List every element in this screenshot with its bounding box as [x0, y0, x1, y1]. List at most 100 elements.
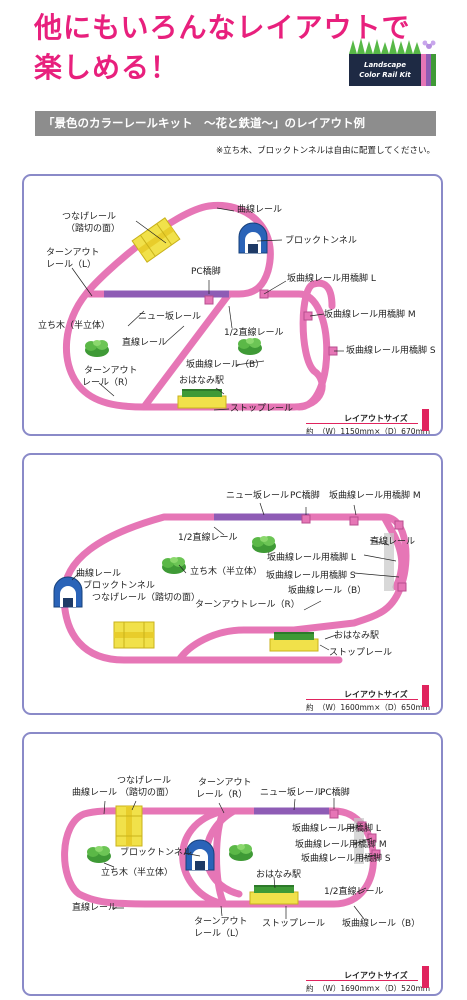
pier-l-2	[394, 520, 404, 530]
label-slope-b: 坂曲線レール（B）	[288, 586, 367, 596]
label-pier-m: 坂曲線レール用橋脚 M	[324, 310, 416, 320]
label-turnout-r: ターンアウトレール（R）	[195, 600, 300, 610]
layout-size-value: （W）1150mm×（D）670mm	[318, 427, 431, 436]
swatch-purple	[426, 54, 431, 86]
label-tree: 立ち木（半立体）	[190, 567, 263, 577]
station-1	[177, 388, 227, 409]
pier-s-2	[397, 582, 407, 592]
crossing-rail-3	[115, 805, 143, 847]
label-tunnel: ブロックトンネル	[83, 581, 155, 591]
label-pier-s: 坂曲線レール用橋脚 S	[346, 346, 436, 356]
size-prefix: 約	[306, 984, 314, 993]
label-half-straight: 1/2直線レール	[324, 887, 384, 897]
label-turnout-l: ターンアウト	[46, 248, 100, 258]
label-straight: 直線レール	[72, 903, 118, 913]
size-marker	[422, 685, 429, 707]
logo-text: Landscape Color Rail Kit	[349, 54, 421, 86]
label-pier-s: 坂曲線レール用橋脚 S	[301, 854, 391, 864]
layout-panel-3: 曲線レール つなげレール （踏切の面） ターンアウト レール（R） ニュー坂レー…	[22, 732, 443, 996]
label-straight: 直線レール	[370, 537, 416, 547]
size-prefix: 約	[306, 427, 314, 436]
track-diagram-1	[62, 201, 344, 411]
swatch-green	[431, 54, 436, 86]
logo-line1: Landscape	[364, 61, 406, 69]
label-station: おはなみ駅	[334, 631, 380, 641]
label-new-slope: ニュー坂レール	[138, 312, 202, 322]
label-curve: 曲線レール	[72, 788, 118, 798]
label-pc-pier: PC橋脚	[320, 788, 350, 798]
size-divider	[306, 423, 418, 424]
label-station: おはなみ駅	[179, 376, 225, 386]
tree-3b	[87, 846, 111, 863]
label-straight: 直線レール	[122, 338, 168, 348]
label-turnout-l-sub: レール（L）	[46, 260, 97, 270]
label-pc-pier: PC橋脚	[290, 491, 320, 501]
size-prefix: 約	[306, 703, 314, 712]
pc-pier-1	[204, 295, 214, 305]
size-marker	[422, 409, 429, 431]
label-slope-b: 坂曲線レール（B）	[342, 919, 421, 929]
label-tree: 立ち木（半立体）	[38, 321, 111, 331]
label-tree: 立ち木（半立体）	[101, 868, 174, 878]
tree-2b	[252, 536, 276, 553]
label-slope-b: 坂曲線レール（B）	[186, 360, 265, 370]
section-banner: 「景色のカラーレールキット 〜花と鉄道〜」のレイアウト例	[35, 111, 436, 136]
pc-pier-2	[301, 514, 311, 524]
swatch-pink	[421, 54, 426, 86]
label-stop: ストップレール	[329, 648, 393, 658]
label-new-slope: ニュー坂レール	[260, 788, 324, 798]
layout-panel-2: ニュー坂レール PC橋脚 坂曲線レール用橋脚 M 1/2直線レール 直線レール …	[22, 453, 443, 715]
layout-size-value: （W）1600mm×（D）650mm	[318, 703, 431, 712]
layout-panel-1: 曲線レール つなげレール （踏切の面） ブロックトンネル ターンアウト レール（…	[22, 174, 443, 436]
label-turnout-r-sub: レール（R）	[196, 790, 248, 800]
layout-size-value: （W）1690mm×（D）520mm	[318, 984, 431, 993]
block-tunnel-1	[238, 222, 268, 254]
tree-1b	[238, 338, 262, 355]
size-divider	[306, 699, 418, 700]
station-3	[249, 884, 299, 905]
label-turnout-r-sub: レール（R）	[82, 378, 134, 388]
headline-line1: 他にもいろんなレイアウトで	[34, 11, 411, 44]
label-new-slope: ニュー坂レール	[226, 491, 290, 501]
label-turnout-r: ターンアウト	[84, 366, 138, 376]
label-pier-m: 坂曲線レール用橋脚 M	[295, 840, 387, 850]
slope-shadow-2	[384, 533, 394, 591]
headline: 他にもいろんなレイアウトで 楽しめる！	[34, 8, 410, 88]
label-turnout-l: ターンアウト	[194, 917, 248, 927]
layout-size-title: レイアウトサイズ	[344, 690, 408, 699]
label-pc-pier: PC橋脚	[191, 267, 221, 277]
size-divider	[306, 980, 418, 981]
label-tunnel: ブロックトンネル	[285, 236, 357, 246]
label-curve: 曲線レール	[76, 569, 122, 579]
product-logo: Landscape Color Rail Kit	[349, 38, 437, 88]
pc-pier-3	[329, 809, 339, 819]
flower-icon	[422, 40, 436, 49]
label-pier-m: 坂曲線レール用橋脚 M	[329, 491, 421, 501]
tree-2a	[162, 557, 186, 574]
logo-line2: Color Rail Kit	[359, 71, 411, 79]
label-turnout-r: ターンアウト	[198, 778, 252, 788]
tree-3a	[229, 844, 253, 861]
crossing-rail-2	[113, 621, 155, 649]
label-pier-l: 坂曲線レール用橋脚 L	[292, 824, 381, 834]
label-stop: ストップレール	[230, 404, 294, 414]
pier-m-2	[349, 516, 359, 526]
label-joint-sub: （踏切の面）	[120, 788, 175, 798]
label-tunnel: ブロックトンネル	[120, 848, 192, 858]
track-diagram-3	[61, 798, 381, 920]
label-joint: つなげレール	[62, 212, 117, 222]
layout-size-title: レイアウトサイズ	[344, 971, 408, 980]
grass-icon	[349, 38, 436, 54]
label-pier-s: 坂曲線レール用橋脚 S	[266, 571, 356, 581]
label-joint: つなげレール	[117, 776, 172, 786]
size-marker	[422, 966, 429, 988]
block-tunnel-2	[53, 576, 83, 608]
label-half-straight: 1/2直線レール	[178, 533, 238, 543]
slope-shadow-3	[354, 818, 364, 864]
station-2	[269, 631, 319, 652]
label-half-straight: 1/2直線レール	[224, 328, 284, 338]
label-stop: ストップレール	[262, 919, 326, 929]
label-joint-sub: （踏切の面）	[66, 224, 121, 234]
track-diagram-2	[53, 502, 410, 664]
layout-size-title: レイアウトサイズ	[344, 414, 408, 423]
